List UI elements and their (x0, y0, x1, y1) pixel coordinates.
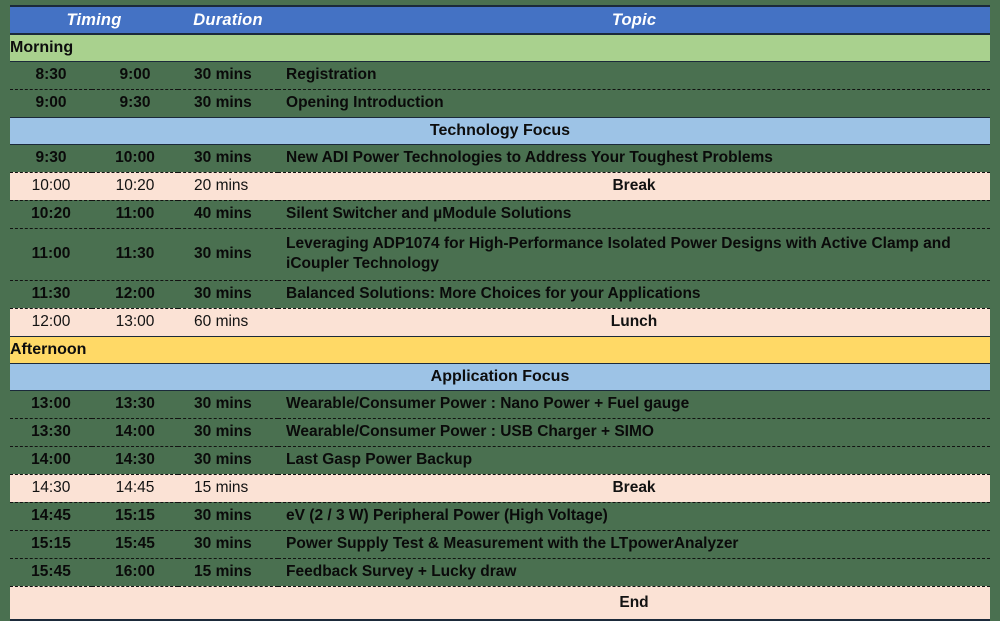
cell-end-time: 13:30 (92, 389, 179, 419)
cell-topic: Lunch (278, 307, 991, 337)
cell-start-time: 15:45 (10, 557, 92, 587)
cell-start-time: 15:15 (10, 529, 92, 559)
cell-topic: Registration (278, 60, 991, 90)
section-band-label: Afternoon (10, 335, 991, 364)
cell-start-time: 14:00 (10, 445, 92, 475)
cell-topic: Opening Introduction (278, 88, 991, 118)
cell-start-time: 11:30 (10, 279, 92, 309)
section-band-row: Afternoon (10, 335, 991, 364)
cell-end-time (92, 585, 179, 621)
cell-end-time: 14:30 (92, 445, 179, 475)
cell-end-time: 10:20 (92, 171, 179, 201)
cell-topic: Break (278, 473, 991, 503)
cell-duration: 30 mins (178, 143, 279, 173)
section-band-row: Technology Focus (10, 116, 991, 145)
cell-start-time: 8:30 (10, 60, 92, 90)
cell-topic: Wearable/Consumer Power : Nano Power + F… (278, 389, 991, 419)
cell-end-time: 15:15 (92, 501, 179, 531)
cell-end-time: 15:45 (92, 529, 179, 559)
section-band-label: Morning (10, 33, 991, 62)
header-row: Timing Duration Topic (10, 5, 991, 35)
cell-end-time: 16:00 (92, 557, 179, 587)
cell-start-time: 14:30 (10, 473, 92, 503)
cell-end-time: 14:45 (92, 473, 179, 503)
cell-end-time: 10:00 (92, 143, 179, 173)
cell-duration: 30 mins (178, 227, 279, 281)
cell-end-time: 11:30 (92, 227, 179, 281)
section-band-row: Application Focus (10, 362, 991, 391)
cell-topic: Balanced Solutions: More Choices for you… (278, 279, 991, 309)
cell-topic: Last Gasp Power Backup (278, 445, 991, 475)
cell-duration: 30 mins (178, 529, 279, 559)
cell-end-time: 9:30 (92, 88, 179, 118)
column-header-topic: Topic (278, 5, 991, 35)
cell-duration: 30 mins (178, 445, 279, 475)
cell-start-time: 13:30 (10, 417, 92, 447)
cell-duration: 40 mins (178, 199, 279, 229)
section-band-row: Morning (10, 33, 991, 62)
cell-topic: Feedback Survey + Lucky draw (278, 557, 991, 587)
cell-duration (178, 585, 279, 621)
table-header: Timing Duration Topic (10, 5, 991, 35)
cell-duration: 30 mins (178, 279, 279, 309)
cell-start-time: 14:45 (10, 501, 92, 531)
cell-start-time: 13:00 (10, 389, 92, 419)
cell-topic: eV (2 / 3 W) Peripheral Power (High Volt… (278, 501, 991, 531)
cell-topic: Silent Switcher and µModule Solutions (278, 199, 991, 229)
cell-duration: 30 mins (178, 417, 279, 447)
cell-topic: End (278, 585, 991, 621)
cell-duration: 20 mins (178, 171, 279, 201)
cell-end-time: 9:00 (92, 60, 179, 90)
cell-end-time: 14:00 (92, 417, 179, 447)
cell-duration: 30 mins (178, 501, 279, 531)
cell-start-time: 10:00 (10, 171, 92, 201)
cell-topic: Wearable/Consumer Power : USB Charger + … (278, 417, 991, 447)
cell-duration: 15 mins (178, 473, 279, 503)
cell-start-time: 12:00 (10, 307, 92, 337)
cell-duration: 30 mins (178, 389, 279, 419)
cell-start-time: 9:30 (10, 143, 92, 173)
cell-duration: 30 mins (178, 60, 279, 90)
column-header-duration: Duration (178, 5, 279, 35)
cell-topic: Leveraging ADP1074 for High-Performance … (278, 227, 991, 281)
cell-topic: Break (278, 171, 991, 201)
cell-end-time: 12:00 (92, 279, 179, 309)
cell-topic: Power Supply Test & Measurement with the… (278, 529, 991, 559)
cell-end-time: 13:00 (92, 307, 179, 337)
section-band-label: Technology Focus (10, 116, 991, 145)
section-band-label: Application Focus (10, 362, 991, 391)
cell-end-time: 11:00 (92, 199, 179, 229)
cell-start-time: 10:20 (10, 199, 92, 229)
cell-topic: New ADI Power Technologies to Address Yo… (278, 143, 991, 173)
cell-start-time: 9:00 (10, 88, 92, 118)
cell-start-time (10, 585, 92, 621)
cell-duration: 60 mins (178, 307, 279, 337)
end-row: End (10, 585, 991, 621)
column-header-timing: Timing (10, 5, 179, 35)
cell-start-time: 11:00 (10, 227, 92, 281)
cell-duration: 30 mins (178, 88, 279, 118)
cell-duration: 15 mins (178, 557, 279, 587)
